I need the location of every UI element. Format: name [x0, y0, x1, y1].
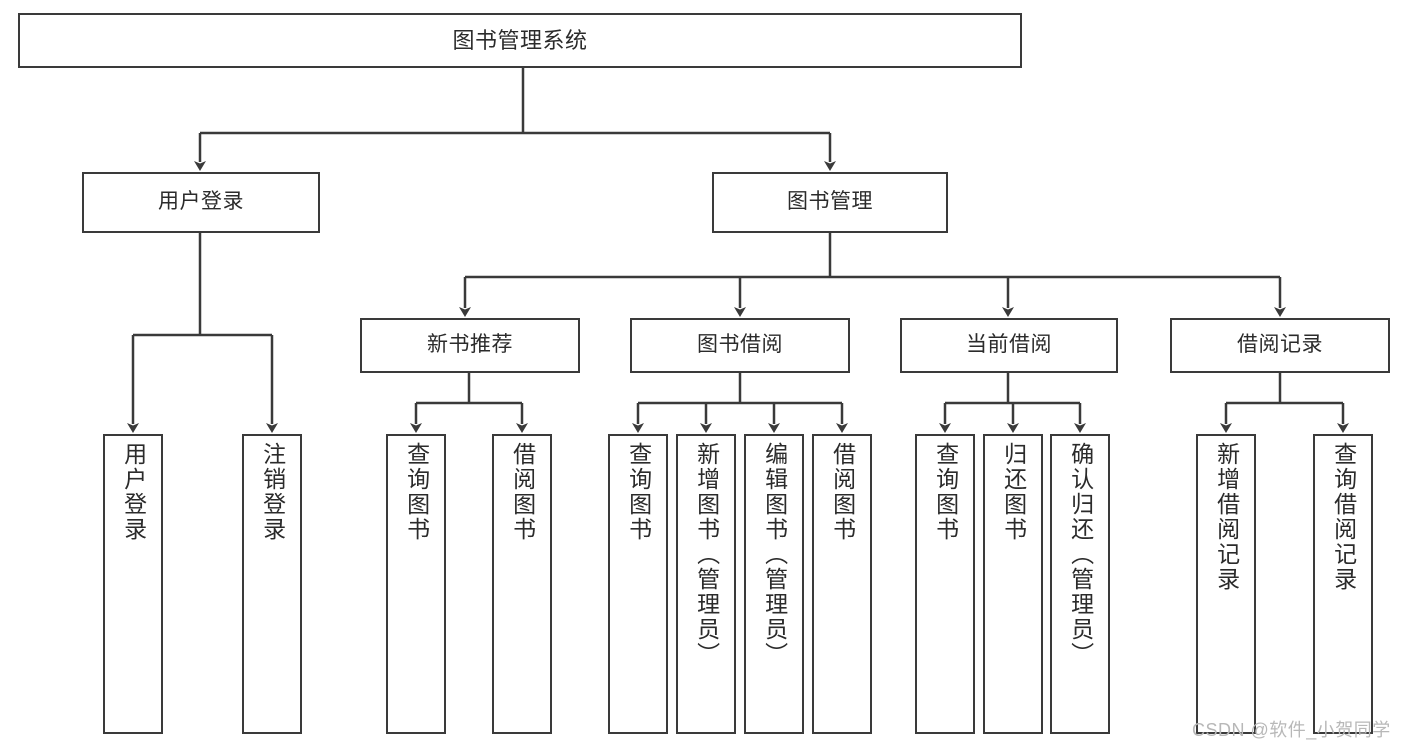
node-current-borrow[interactable]: 当前借阅: [900, 318, 1118, 373]
node-label: 查询图书: [403, 442, 430, 542]
node-label: 新增借阅记录: [1213, 442, 1240, 592]
leaf-new-book-query[interactable]: 查询图书: [386, 434, 446, 734]
leaf-borrow-record-query[interactable]: 查询借阅记录: [1313, 434, 1373, 734]
node-user-login[interactable]: 用户登录: [82, 172, 320, 233]
node-label: 图书管理系统: [452, 27, 588, 53]
leaf-borrow-record-add[interactable]: 新增借阅记录: [1196, 434, 1256, 734]
node-label: 新增图书（管理员）: [693, 442, 720, 667]
node-label: 注销登录: [259, 442, 286, 542]
node-label: 借阅图书: [829, 442, 856, 542]
node-label: 用户登录: [120, 442, 147, 542]
node-book-borrow[interactable]: 图书借阅: [630, 318, 850, 373]
node-label: 当前借阅: [966, 333, 1052, 357]
node-label: 查询借阅记录: [1330, 442, 1357, 592]
node-label: 查询图书: [625, 442, 652, 542]
leaf-user-login-login[interactable]: 用户登录: [103, 434, 163, 734]
node-label: 归还图书: [1000, 442, 1027, 542]
node-root[interactable]: 图书管理系统: [18, 13, 1022, 68]
node-label: 新书推荐: [427, 333, 513, 357]
csdn-watermark: CSDN @软件_小贺同学: [1192, 720, 1391, 740]
node-label: 编辑图书（管理员）: [761, 442, 788, 667]
leaf-current-borrow-return[interactable]: 归还图书: [983, 434, 1043, 734]
leaf-book-borrow-edit[interactable]: 编辑图书（管理员）: [744, 434, 804, 734]
node-label: 查询图书: [932, 442, 959, 542]
leaf-book-borrow-borrow[interactable]: 借阅图书: [812, 434, 872, 734]
node-borrow-record[interactable]: 借阅记录: [1170, 318, 1390, 373]
node-label: 图书管理: [787, 190, 873, 214]
node-new-book-recommend[interactable]: 新书推荐: [360, 318, 580, 373]
leaf-current-borrow-query[interactable]: 查询图书: [915, 434, 975, 734]
leaf-user-login-logout[interactable]: 注销登录: [242, 434, 302, 734]
node-label: 确认归还（管理员）: [1067, 442, 1094, 667]
node-label: 借阅图书: [509, 442, 536, 542]
leaf-book-borrow-add[interactable]: 新增图书（管理员）: [676, 434, 736, 734]
node-label: 用户登录: [158, 190, 244, 214]
node-label: 图书借阅: [697, 333, 783, 357]
leaf-current-borrow-confirm-return[interactable]: 确认归还（管理员）: [1050, 434, 1110, 734]
node-book-management[interactable]: 图书管理: [712, 172, 948, 233]
node-label: 借阅记录: [1237, 333, 1323, 357]
leaf-new-book-borrow[interactable]: 借阅图书: [492, 434, 552, 734]
leaf-book-borrow-query[interactable]: 查询图书: [608, 434, 668, 734]
